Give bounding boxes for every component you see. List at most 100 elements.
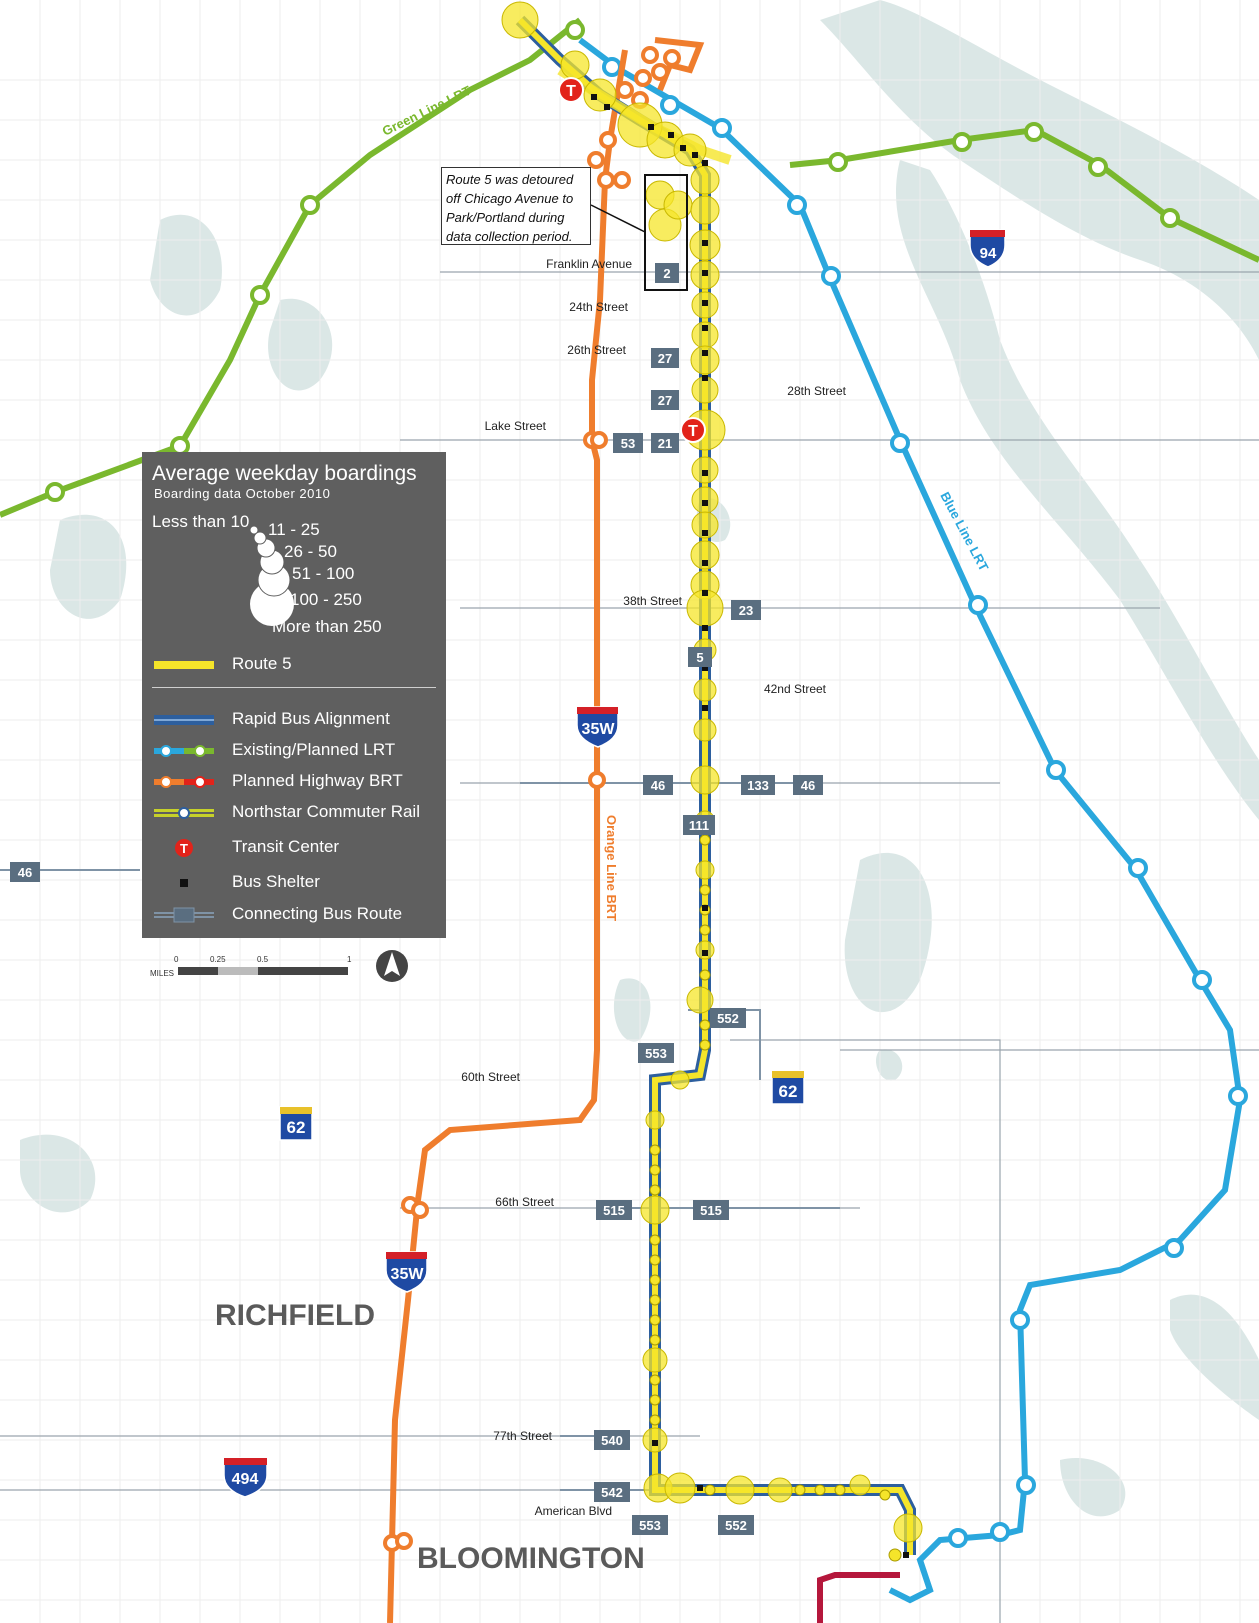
route-tag: 23 xyxy=(731,600,761,620)
svg-text:2: 2 xyxy=(663,266,670,281)
route-tag: 2 xyxy=(655,263,679,283)
street-label: 77th Street xyxy=(493,1429,552,1443)
svg-text:27: 27 xyxy=(658,393,672,408)
street-label: 24th Street xyxy=(569,300,628,314)
street-label: Franklin Avenue xyxy=(546,257,632,271)
legend-item-rapid-bus: Rapid Bus Alignment xyxy=(142,707,446,733)
street-label: 38th Street xyxy=(623,594,682,608)
legend-label: Bus Shelter xyxy=(232,872,320,891)
svg-text:515: 515 xyxy=(603,1203,625,1218)
svg-text:23: 23 xyxy=(739,603,753,618)
state-62-shield: 62 xyxy=(279,1106,313,1141)
legend-item-brt: Planned Highway BRT xyxy=(142,769,446,795)
svg-text:35W: 35W xyxy=(582,721,616,738)
scale-bar-graphic xyxy=(178,967,348,975)
rapid-bus-symbol xyxy=(154,715,214,725)
boarding-circles xyxy=(501,1,923,1543)
street-labels: Franklin Avenue 24th Street 26th Street … xyxy=(461,257,846,1518)
route-tag: 27 xyxy=(651,348,679,368)
svg-text:515: 515 xyxy=(700,1203,722,1218)
route-tag: 111 xyxy=(683,815,715,835)
legend-label: Existing/Planned LRT xyxy=(232,740,396,759)
svg-text:111: 111 xyxy=(689,818,709,833)
scale-tick-label: 0.5 xyxy=(257,955,269,964)
street-label: 26th Street xyxy=(567,343,626,357)
red-line-segment xyxy=(817,1572,900,1623)
bus-shelter-icon xyxy=(180,879,188,887)
route-tag: 542 xyxy=(594,1482,630,1502)
svg-text:94: 94 xyxy=(980,245,997,262)
svg-text:553: 553 xyxy=(639,1518,661,1533)
street-label: Lake Street xyxy=(485,419,547,433)
rail-symbol xyxy=(154,807,214,819)
legend-item-transit-center: T Transit Center xyxy=(142,835,446,861)
route-tag: 553 xyxy=(638,1043,674,1063)
legend-label: Northstar Commuter Rail xyxy=(232,802,420,821)
lrt-symbol xyxy=(154,745,214,757)
interstate-35w-shield: 35W xyxy=(576,706,619,748)
route-tag: 46 xyxy=(793,775,823,795)
detour-leader-line xyxy=(590,204,646,233)
legend-item-route5: Route 5 xyxy=(142,652,446,678)
route-tag: 515 xyxy=(596,1200,632,1220)
legend-item-bus-route: Connecting Bus Route xyxy=(142,902,446,928)
state-62-shield: 62 xyxy=(771,1070,805,1105)
svg-text:T: T xyxy=(688,423,698,440)
transit-center-icon: T T xyxy=(558,77,706,443)
route-tag: 46 xyxy=(10,862,40,882)
legend-label: Route 5 xyxy=(232,654,292,673)
brt-symbol xyxy=(154,776,214,788)
legend-subtitle: Boarding data October 2010 xyxy=(154,486,331,501)
svg-text:21: 21 xyxy=(658,436,672,451)
detour-note: Route 5 was detoured off Chicago Avenue … xyxy=(441,167,591,245)
transit-center-icon: T xyxy=(175,839,193,857)
north-arrow-icon xyxy=(376,950,408,982)
size-label: 11 - 25 xyxy=(268,520,320,539)
svg-text:46: 46 xyxy=(651,778,665,793)
svg-text:62: 62 xyxy=(287,1118,306,1137)
blue-line-label: Blue Line LRT xyxy=(937,489,991,573)
route-tag: 552 xyxy=(718,1515,754,1535)
orange-line-brt xyxy=(383,37,705,1623)
svg-text:27: 27 xyxy=(658,351,672,366)
scale-tick-label: 1 xyxy=(347,955,352,964)
route-tag: 552 xyxy=(710,1008,746,1028)
street-label: 42nd Street xyxy=(764,682,827,696)
route-tag: 553 xyxy=(632,1515,668,1535)
scale-unit: MILES xyxy=(150,969,175,978)
legend-title: Average weekday boardings xyxy=(152,462,417,485)
svg-text:62: 62 xyxy=(779,1082,798,1101)
green-line-label: Green Line LRT xyxy=(380,83,474,139)
svg-text:46: 46 xyxy=(18,865,32,880)
route-tag: 133 xyxy=(741,775,775,795)
size-label: 51 - 100 xyxy=(292,564,355,583)
blue-line-lrt xyxy=(578,37,1248,1604)
svg-text:542: 542 xyxy=(601,1485,623,1500)
scale-tick-label: 0 xyxy=(174,955,179,964)
route-tag: 5 xyxy=(688,647,712,667)
svg-text:133: 133 xyxy=(747,778,769,793)
legend-label: Connecting Bus Route xyxy=(232,904,403,923)
svg-text:552: 552 xyxy=(725,1518,747,1533)
scale-tick-label: 0.25 xyxy=(210,955,226,964)
interstate-494-shield: 494 xyxy=(223,1457,268,1498)
route-tag: 53 xyxy=(613,433,643,453)
bus-shelters xyxy=(591,94,909,1558)
svg-text:553: 553 xyxy=(645,1046,667,1061)
legend-item-bus-shelter: Bus Shelter xyxy=(142,870,446,896)
legend-item-rail: Northstar Commuter Rail xyxy=(142,800,446,826)
legend: Average weekday boardings Boarding data … xyxy=(142,452,446,938)
route-tags: 2 27 27 53 21 23 5 46 133 46 111 46 552 … xyxy=(10,263,823,1535)
svg-text:53: 53 xyxy=(621,436,635,451)
boarding-size-symbols xyxy=(249,525,294,626)
detour-highlight-box xyxy=(644,174,688,291)
city-label-richfield: RICHFIELD xyxy=(215,1299,375,1332)
legend-label: Planned Highway BRT xyxy=(232,771,403,790)
svg-text:552: 552 xyxy=(717,1011,739,1026)
size-label: More than 250 xyxy=(272,617,382,636)
svg-text:494: 494 xyxy=(232,1471,259,1488)
route-tag: 27 xyxy=(651,390,679,410)
legend-item-lrt: Existing/Planned LRT xyxy=(142,738,446,764)
interstate-35w-shield: 35W xyxy=(385,1251,428,1293)
